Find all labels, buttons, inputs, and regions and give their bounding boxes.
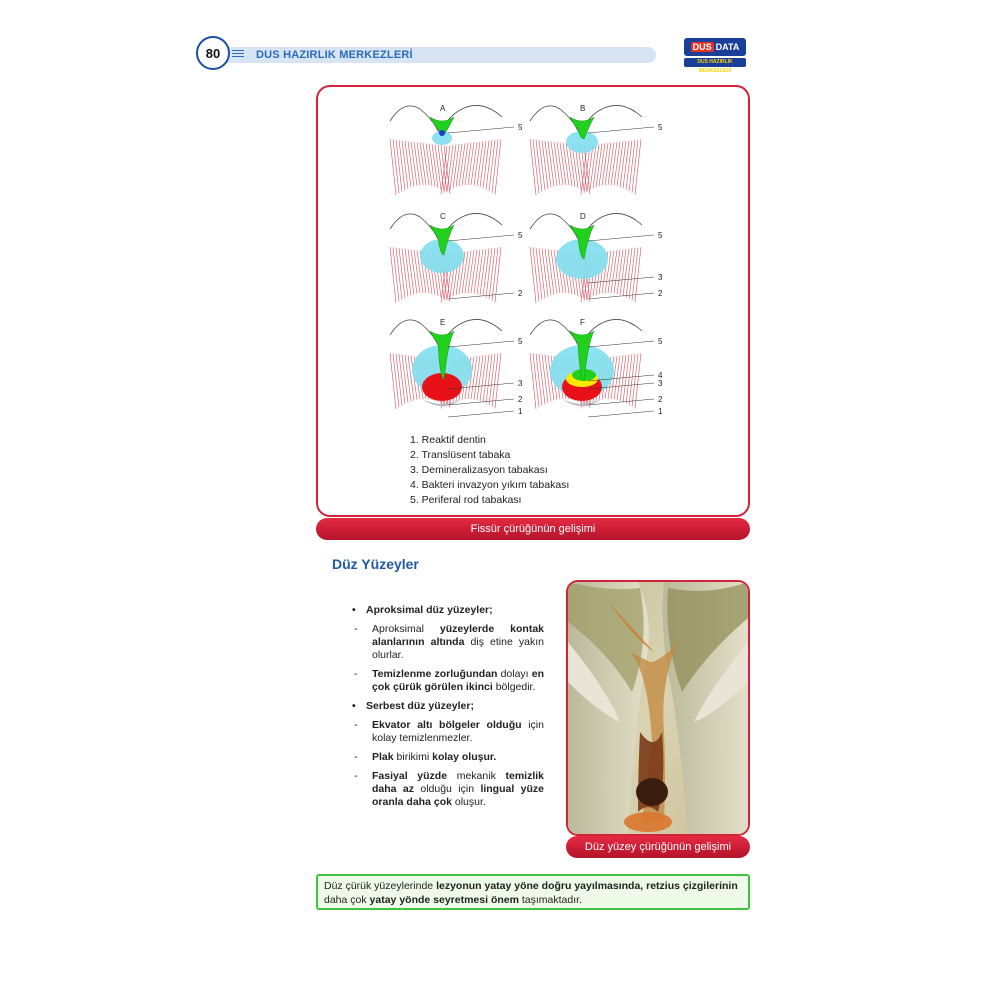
legend-item: 3. Demineralizasyon tabakası <box>410 464 548 476</box>
tooth-section-photo <box>568 582 748 834</box>
info-note: Düz çürük yüzeylerinde lezyonun yatay yö… <box>316 874 750 910</box>
panel-letter: C <box>440 212 446 221</box>
panel-label: 5 <box>518 231 523 240</box>
panel-letter: A <box>440 104 446 113</box>
panel-C: C 5 2 <box>389 212 523 304</box>
section-title: Düz Yüzeyler <box>332 556 419 572</box>
panel-label: 3 <box>658 379 663 388</box>
legend-item: 4. Bakteri invazyon yıkım tabakası <box>410 479 570 491</box>
bullet-free-surface: Serbest düz yüzeyler; <box>352 700 544 713</box>
figure1-caption: Fissür çürüğünün gelişimi <box>316 518 750 540</box>
panel-A: A5 <box>389 104 523 196</box>
header-bar: DUS HAZIRLIK MERKEZLERİ <box>226 47 656 63</box>
panel-F: F 5 43 2 1 <box>529 318 663 418</box>
panel-label: 2 <box>658 289 663 298</box>
dash-item: -Plak birikimi kolay oluşur. <box>354 751 497 763</box>
panel-letter: B <box>580 104 585 113</box>
header-title: DUS HAZIRLIK MERKEZLERİ <box>256 49 413 61</box>
figure-legend: 1. Reaktif dentin 2. Translüsent tabaka … <box>410 433 569 508</box>
legend-item: 2. Translüsent tabaka <box>410 449 511 461</box>
bullet-approximal: Aproksimal düz yüzeyler; <box>352 604 544 617</box>
panel-label: 1 <box>518 407 523 416</box>
panel-letter: D <box>580 212 586 221</box>
smooth-surface-photo <box>566 580 750 836</box>
dash-item: -Fasiyal yüzde mekanik temizlik daha az … <box>354 770 545 808</box>
panel-D: D 5 3 2 <box>529 212 663 304</box>
panel-label: 5 <box>658 231 663 240</box>
panel-letter: E <box>440 318 445 327</box>
dash-item: -Aproksimal yüzeylerde kontak alanlarını… <box>354 623 544 661</box>
panel-B: B5 <box>529 104 663 196</box>
panel-label: 2 <box>518 395 523 404</box>
section-body: Aproksimal düz yüzeyler; -Aproksimal yüz… <box>352 604 544 815</box>
header-lines <box>232 50 244 59</box>
panel-letter: F <box>580 318 585 327</box>
panel-label: 3 <box>658 273 663 282</box>
page-number: 80 <box>196 36 230 70</box>
logo-subtitle: DUS HAZIRLIK MERKEZLERİ <box>684 58 746 74</box>
legend-item: 1. Reaktif dentin <box>410 434 486 446</box>
panel-label: 5 <box>518 337 523 346</box>
panel-label: 1 <box>658 407 663 416</box>
dash-item: -Temizlenme zorluğundan dolayı en çok çü… <box>354 668 544 693</box>
dash-item: -Ekvator altı bölgeler olduğu için kolay… <box>354 719 544 744</box>
panel-label: 2 <box>658 395 663 404</box>
legend-item: 5. Periferal rod tabakası <box>410 494 522 506</box>
panel-label: 5 <box>658 123 663 132</box>
logo-mark: DUS <box>690 42 714 52</box>
panel-label: 3 <box>518 379 523 388</box>
figure2-caption: Düz yüzey çürüğünün gelişimi <box>566 836 750 858</box>
panel-label: 4 <box>658 371 663 380</box>
panel-E: E 5 3 2 1 <box>389 318 523 418</box>
logo-text: DATA <box>715 42 740 52</box>
panel-label: 5 <box>518 123 523 132</box>
panel-label: 5 <box>658 337 663 346</box>
panel-label: 2 <box>518 289 523 298</box>
